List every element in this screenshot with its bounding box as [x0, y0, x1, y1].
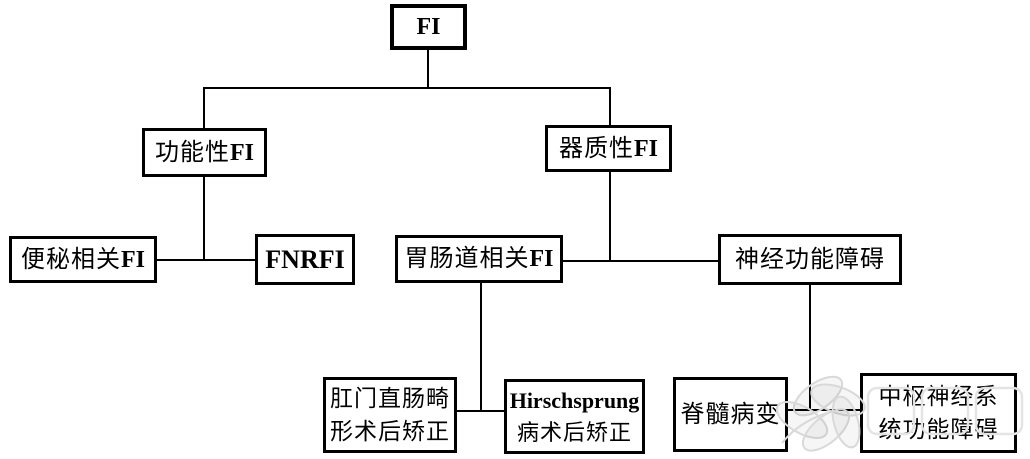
node-neurological-dysfunction: 神经功能障碍	[718, 234, 902, 285]
connector-neuro-children	[786, 409, 862, 411]
node-anorectal-malformation-postop: 肛门直肠畸形术后矫正	[323, 377, 457, 453]
node-label: 形术后矫正	[330, 419, 450, 444]
connector-gi-children	[455, 410, 506, 412]
node-label: 肛门直肠畸	[330, 386, 450, 411]
connector-functional-trunk	[203, 175, 205, 261]
node-cns-dysfunction: 中枢神经系统功能障碍	[860, 373, 1017, 453]
node-label: 病术后矫正	[516, 419, 632, 445]
connector-level1-horizontal	[203, 87, 611, 89]
node-label: 便秘相关FI	[21, 246, 145, 273]
node-gi-related-fi: 胃肠道相关FI	[395, 235, 563, 283]
node-label: FNRFI	[265, 244, 345, 274]
node-label: 胃肠道相关FI	[404, 246, 554, 272]
node-fnrfi: FNRFI	[255, 234, 355, 285]
node-organic-fi: 器质性FI	[545, 125, 672, 172]
connector-to-functional	[203, 87, 205, 130]
node-fi: FI	[390, 4, 467, 50]
connector-gi-trunk	[480, 281, 482, 412]
node-label: 中枢神经系	[878, 384, 999, 409]
node-label: FI	[416, 14, 441, 40]
node-label: 神经功能障碍	[735, 246, 885, 273]
connector-to-organic	[609, 87, 611, 127]
node-label: 功能性FI	[155, 139, 254, 166]
node-constipation-related-fi: 便秘相关FI	[9, 236, 157, 283]
node-label: 脊髓病变	[680, 401, 781, 428]
node-functional-fi: 功能性FI	[142, 128, 267, 177]
connector-neuro-trunk	[809, 283, 811, 411]
node-hirschsprung-postop: Hirschsprung 病术后矫正	[504, 379, 645, 454]
node-label: 器质性FI	[559, 135, 658, 162]
node-spinal-cord-lesion: 脊髓病变	[673, 377, 788, 452]
connector-organic-trunk	[609, 170, 611, 262]
node-label: 统功能障碍	[878, 417, 999, 442]
node-label: Hirschsprung	[509, 387, 640, 413]
connector-functional-children	[157, 259, 255, 261]
connector-fi-trunk	[427, 50, 429, 89]
connector-organic-children	[563, 260, 718, 262]
